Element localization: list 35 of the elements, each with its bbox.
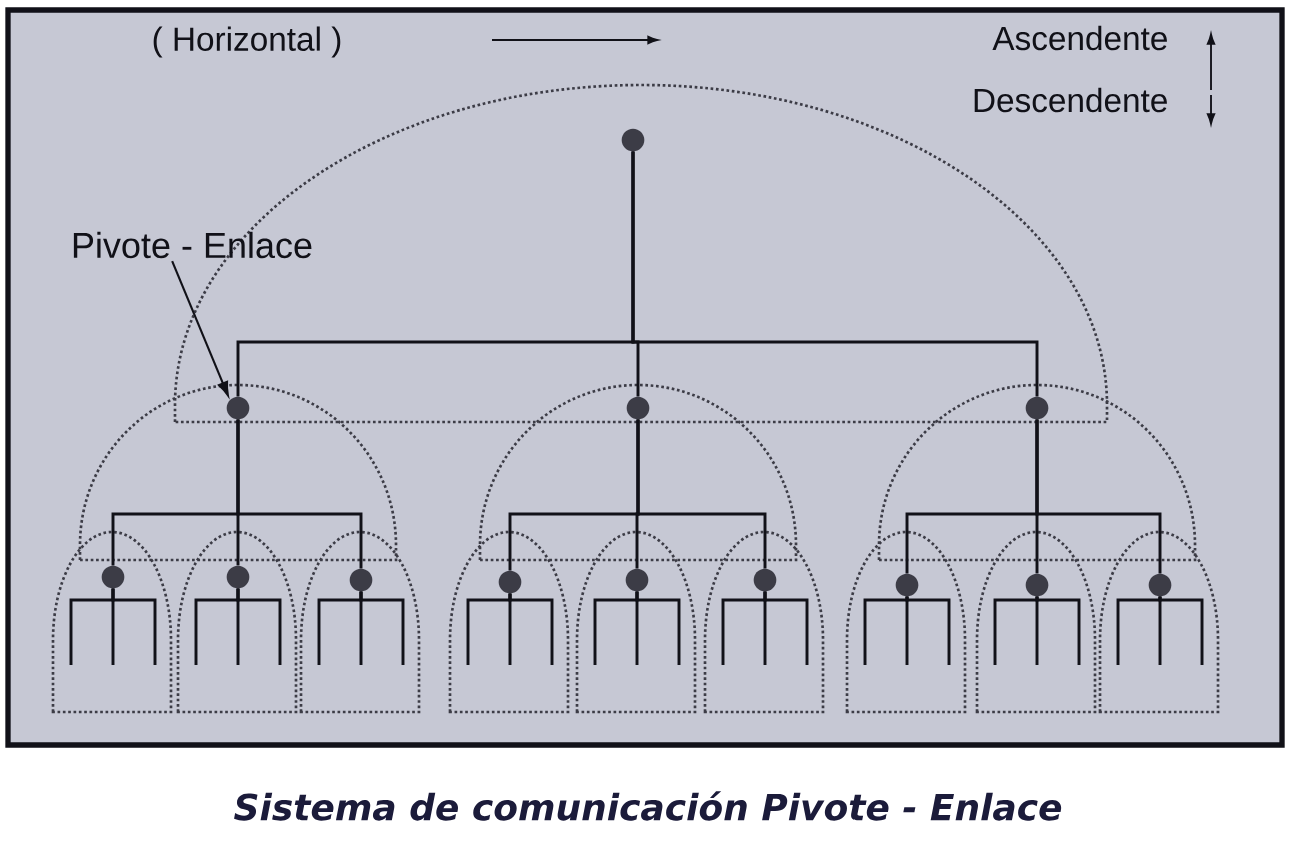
tree-line <box>636 419 767 569</box>
tree-line <box>863 596 909 665</box>
label-text: Ascendente <box>992 25 1167 51</box>
tree-line <box>1035 596 1081 665</box>
tree-line <box>111 588 157 665</box>
node-dot <box>625 568 649 592</box>
tree-line <box>635 591 681 665</box>
tree-line <box>359 591 405 665</box>
node-dot <box>1025 573 1049 597</box>
label-text: Pivote - Enlace <box>73 231 312 259</box>
label-text: ( Horizontal ) <box>153 26 341 58</box>
caption: Sistema de comunicación Pivote - Enlace <box>234 791 1062 821</box>
tree-line <box>993 596 1039 665</box>
tree-line <box>1116 596 1162 665</box>
tree-line <box>1035 419 1162 574</box>
node-dot <box>498 570 522 594</box>
node-dot <box>101 565 125 589</box>
node-dot <box>621 128 645 152</box>
node-dot <box>226 565 250 589</box>
node-dot <box>895 573 919 597</box>
tree-line <box>1158 596 1204 665</box>
leader-arrow <box>171 260 229 397</box>
tree-line <box>631 151 1039 397</box>
tree-line <box>508 593 554 665</box>
label-text: Descendente <box>974 87 1167 113</box>
node-dot <box>626 396 650 420</box>
node-dot <box>1148 573 1172 597</box>
node-dot <box>753 568 777 592</box>
tree-line <box>763 591 809 665</box>
node-dot <box>349 568 373 592</box>
node-dot <box>226 396 250 420</box>
node-dot <box>1025 396 1049 420</box>
tree-line <box>236 419 363 569</box>
tree-line <box>905 596 951 665</box>
tree-line <box>236 588 282 665</box>
